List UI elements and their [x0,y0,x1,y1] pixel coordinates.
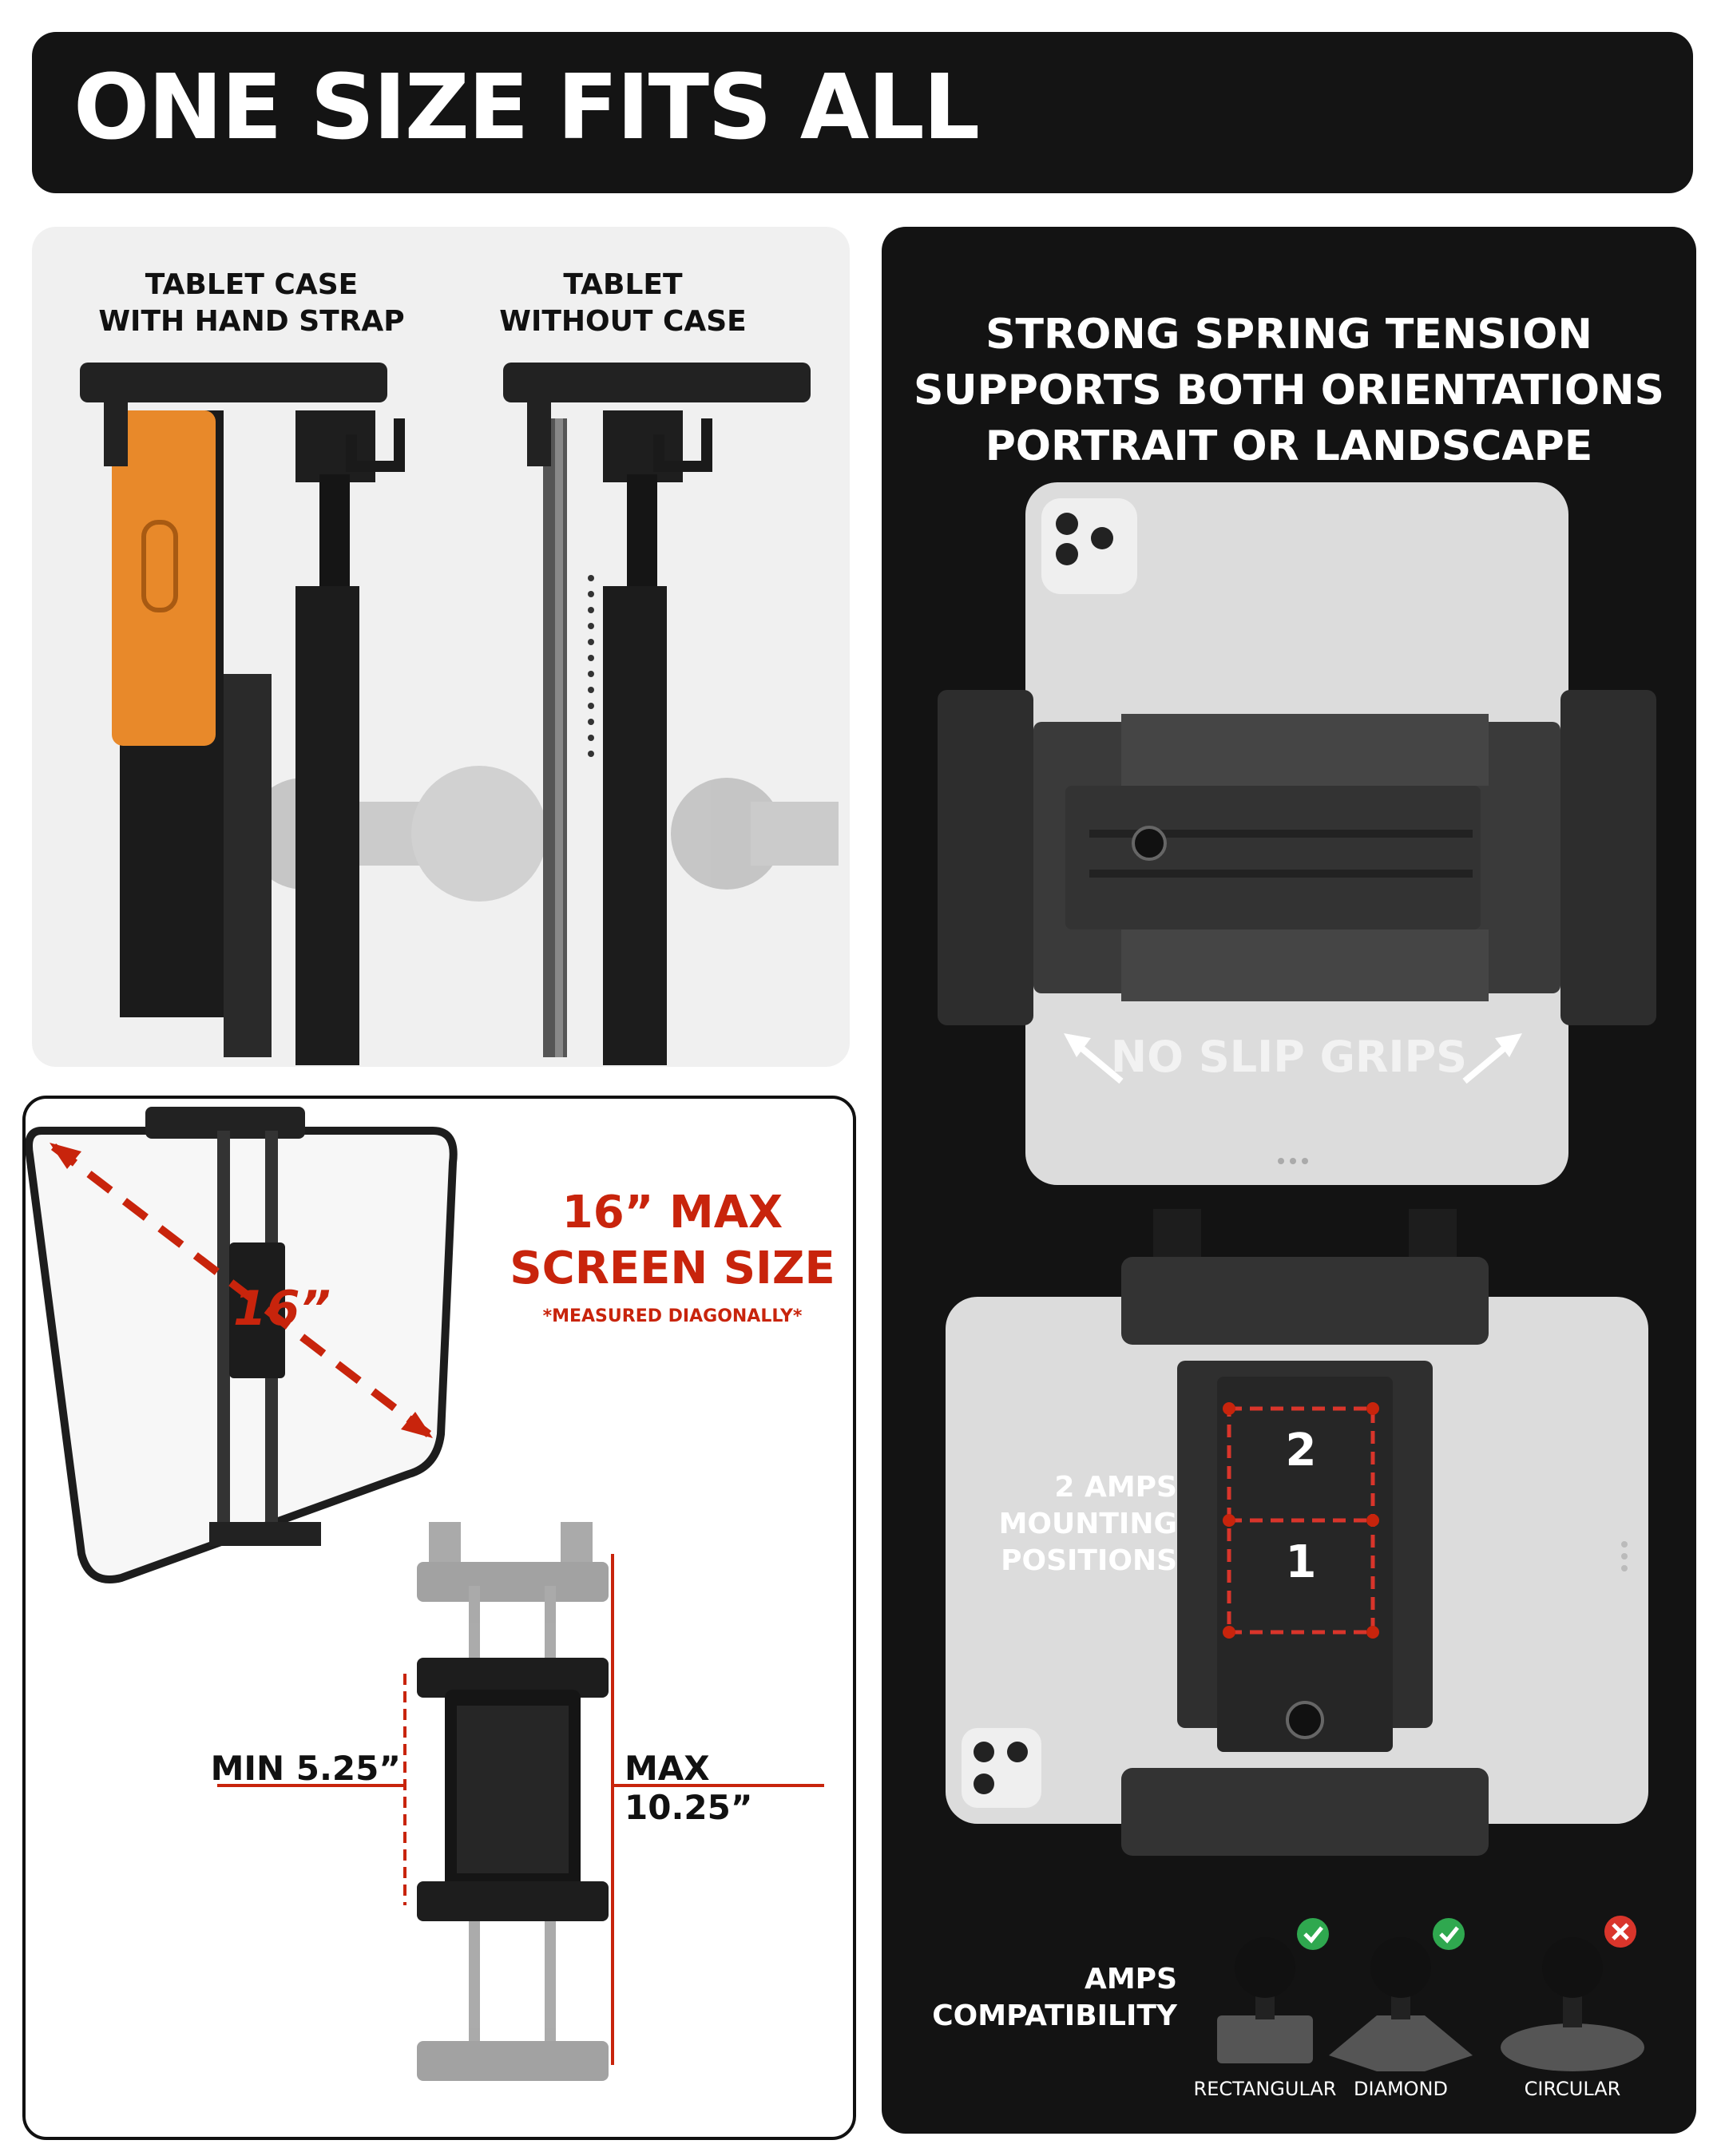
orientation-illustration [938,482,1656,2071]
banner-title: ONE SIZE FITS ALL [73,56,980,160]
diamond-mount [1329,1937,1473,2071]
without-case-label: TABLET WITHOUT CASE [499,268,747,338]
diamond-label: DIAMOND [1353,2078,1448,2100]
circular-mount [1501,1937,1644,2071]
tension-heading: STRONG SPRING TENSION SUPPORTS BOTH ORIE… [913,311,1665,470]
with-case-label: TABLET CASE WITH HAND STRAP [98,268,405,338]
position-2: 2 [1285,1425,1317,1476]
case-comparison-panel: TABLET CASE WITH HAND STRAP TABLET WITHO… [32,227,850,1067]
case-comparison-illustration [80,363,839,1065]
diagonal-label: 16” [233,1281,331,1337]
no-slip-grips-label: NO SLIP GRIPS [1110,1032,1468,1082]
min-width-label: MIN 5.25” [210,1749,401,1788]
rectangular-label: RECTANGULAR [1193,2078,1337,2100]
orange-case [112,410,216,746]
amps-positions-label: 2 AMPS MOUNTING POSITIONS [998,1471,1177,1577]
max-screen-title: 16” MAX SCREEN SIZE [510,1187,835,1294]
circular-label: CIRCULAR [1524,2078,1621,2100]
check-icon [1297,1918,1329,1950]
orientation-panel: STRONG SPRING TENSION SUPPORTS BOTH ORIE… [882,227,1696,2134]
title-banner: ONE SIZE FITS ALL [32,32,1693,193]
max-width-label: MAX 10.25” [625,1749,753,1827]
rectangular-mount [1217,1937,1313,2063]
screen-size-illustration [26,1107,824,2081]
position-1: 1 [1285,1536,1317,1588]
amps-compat-label: AMPS COMPATIBILITY [932,1963,1177,2032]
check-icon [1433,1918,1465,1950]
measured-note: *MEASURED DIAGONALLY* [542,1306,803,1326]
screen-size-panel: 16” 16” MAX SCREEN SIZE *MEASURED DIAGON… [22,1096,856,2140]
